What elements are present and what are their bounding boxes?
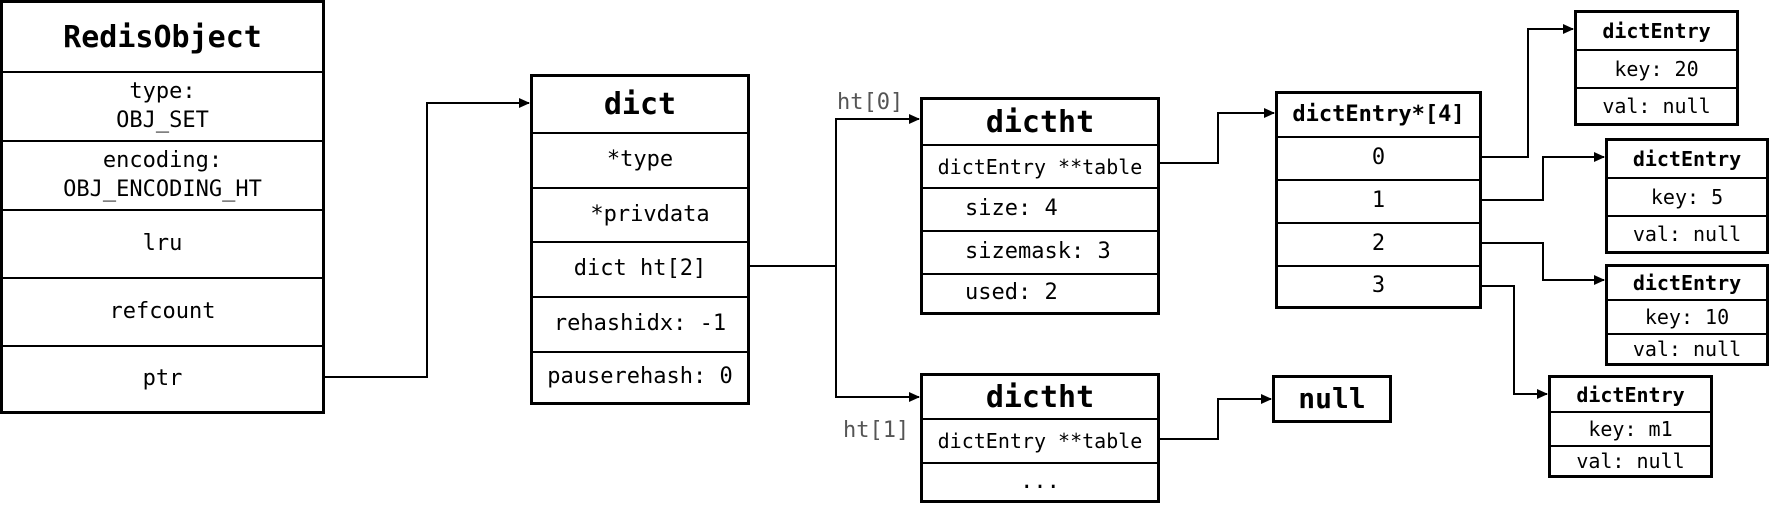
dict-rehashidx: rehashidx: -1 [533, 296, 747, 351]
dict-pauserehash: pauserehash: 0 [533, 351, 747, 402]
dict-type: *type [533, 132, 747, 187]
dict-entry-val: val: null [1608, 215, 1766, 251]
ht1-table: dictEntry **table [923, 418, 1157, 462]
ht-array-to-ht1-arrow [835, 266, 920, 402]
redisobject-refcount: refcount [3, 277, 322, 345]
redisobject-title: RedisObject [63, 19, 262, 55]
ht0-sizemask: sizemask: 3 [923, 230, 1157, 273]
ht1-title: dictht [985, 379, 1095, 415]
ht1-box: dictht dictEntry **table ... [920, 373, 1160, 503]
ht0-table: dictEntry **table [923, 144, 1157, 187]
ht0-table-to-entries-arrow [1160, 108, 1275, 164]
ht0-label: ht[0] [837, 90, 904, 115]
dict-entry-key: key: m1 [1551, 411, 1710, 445]
ht0-title: dictht [985, 104, 1095, 140]
slot3-to-entry-arrow [1482, 285, 1548, 399]
redisobject-ptr: ptr [3, 345, 322, 411]
dict-entry-box: dictEntry key: m1 val: null [1548, 375, 1713, 478]
dict-entry-val: val: null [1551, 445, 1710, 475]
dict-entry-box: dictEntry key: 5 val: null [1605, 138, 1769, 254]
dict-entry-box: dictEntry key: 10 val: null [1605, 264, 1769, 366]
ht1-table-to-null-arrow [1160, 394, 1272, 440]
dict-entry-box: dictEntry key: 20 val: null [1574, 10, 1739, 126]
entry-table-slot-2: 2 [1278, 222, 1479, 265]
dict-entry-title: dictEntry [1632, 271, 1742, 295]
entry-table-slot-3: 3 [1278, 265, 1479, 306]
null-text: null [1298, 381, 1366, 415]
entry-table-slot-0: 0 [1278, 136, 1479, 179]
ht0-used: used: 2 [923, 273, 1157, 312]
entry-table-slot-1: 1 [1278, 179, 1479, 222]
ht-array-to-ht0-arrow [750, 114, 920, 267]
dict-entry-key: key: 10 [1608, 299, 1766, 333]
slot2-to-entry-arrow [1482, 242, 1605, 285]
dict-entry-key: key: 5 [1608, 177, 1766, 215]
ptr-to-dict-arrow [325, 98, 530, 378]
dict-title: dict [603, 87, 677, 122]
ht1-ellipsis: ... [923, 462, 1157, 500]
redisobject-lru: lru [3, 209, 322, 277]
redisobject-box: RedisObject type: OBJ_SET encoding: OBJ_… [0, 0, 325, 414]
null-box: null [1272, 375, 1392, 423]
entry-table-title: dictEntry*[4] [1292, 101, 1465, 127]
dict-box: dict *type *privdata dict ht[2] rehashid… [530, 74, 750, 405]
ht0-size: size: 4 [923, 187, 1157, 230]
dict-entry-val: val: null [1577, 87, 1736, 123]
dict-ht-array: dict ht[2] [533, 241, 747, 296]
dict-entry-val: val: null [1608, 333, 1766, 363]
redisobject-type: type: OBJ_SET [3, 71, 322, 140]
slot1-to-entry-arrow [1482, 152, 1605, 201]
ht1-label: ht[1] [843, 418, 910, 443]
dict-entry-title: dictEntry [1602, 19, 1711, 43]
slot0-to-entry-arrow [1482, 24, 1574, 158]
entry-table-box: dictEntry*[4] 0 1 2 3 [1275, 91, 1482, 309]
dict-entry-title: dictEntry [1576, 382, 1685, 407]
ht0-box: dictht dictEntry **table size: 4 sizemas… [920, 97, 1160, 315]
dict-entry-title: dictEntry [1632, 147, 1742, 171]
redisobject-encoding: encoding: OBJ_ENCODING_HT [3, 140, 322, 209]
dict-entry-key: key: 20 [1577, 49, 1736, 87]
dict-privdata: *privdata [533, 187, 747, 241]
